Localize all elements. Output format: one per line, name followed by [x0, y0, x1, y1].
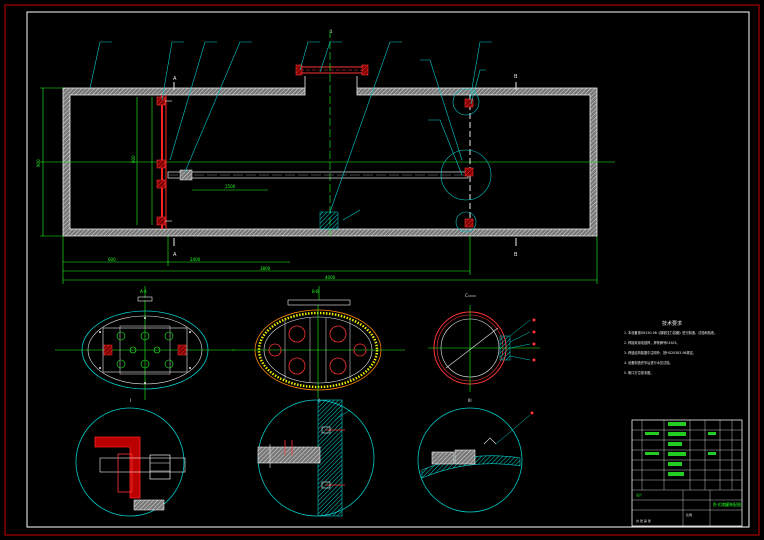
vessel-elevation: A A B B 1 [36, 29, 615, 284]
dim-pipe-length: 1500 [225, 184, 236, 189]
title-block-drawing-title: 卧式储罐装配图 [713, 501, 741, 507]
detail-3-label: III [468, 398, 472, 403]
notes-line-2: 2. 焊接采用电弧焊，焊条牌号E4303。 [624, 340, 680, 345]
dim-to-manhole: 2400 [190, 257, 201, 262]
section-mark-a-top: A [173, 76, 177, 82]
title-block-scale: 比例 [686, 512, 692, 517]
dim-inner-length: 3800 [260, 266, 271, 271]
dim-to-support: 600 [108, 257, 116, 262]
notes-title: 技术要求 [662, 320, 682, 327]
bottom-block [319, 211, 339, 230]
title-block-subtitle: 设计 [636, 492, 642, 497]
top-index-mark: 1 [330, 29, 333, 34]
sheet-border-inner [26, 11, 750, 528]
dim-overall-length: 4000 [325, 275, 336, 280]
sheet-border-outer [4, 4, 760, 536]
section-b-view: B-B [232, 286, 405, 398]
flange-view: C [428, 293, 540, 392]
left-support [156, 95, 172, 229]
detail-1: I [75, 398, 186, 517]
dim-height: 900 [36, 159, 41, 167]
right-support [440, 88, 492, 233]
section-mark-b-bottom: B [514, 252, 518, 258]
section-mark-a-bottom: A [173, 252, 177, 258]
technical-notes: 技术要求 1. 本设备按GB150-98《钢制压力容器》进行制造、试验和验收。 … [624, 320, 717, 375]
flange-view-label: C [465, 293, 468, 298]
dimension-lines [40, 87, 598, 284]
detail-circle-middle [440, 149, 492, 201]
section-a-view: A-A [55, 286, 235, 400]
leader-lines [89, 41, 492, 221]
detail-circle-upper [452, 88, 480, 116]
manhole-neck [304, 76, 358, 88]
dim-inner-height: 600 [131, 155, 136, 163]
title-block: 卧式储罐装配图 设计 比例 共 张 第 张 [631, 419, 743, 527]
detail-1-label: I [130, 398, 131, 403]
detail-3: III [417, 398, 534, 513]
notes-line-5: 5. 管口方位按本图。 [624, 370, 654, 375]
detail-2: II [257, 398, 375, 517]
notes-line-4: 4. 设备制造完毕后进行水压试验。 [624, 360, 673, 365]
notes-line-1: 1. 本设备按GB150-98《钢制压力容器》进行制造、试验和验收。 [624, 330, 717, 335]
section-b-label: B-B [312, 289, 319, 294]
section-mark-b-top: B [514, 74, 518, 80]
notes-line-3: 3. 焊缝结构除图中注明外，按HG20583-98规定。 [624, 350, 696, 355]
title-block-sheet: 共 张 第 张 [636, 518, 651, 523]
detail-circle-lower [455, 211, 477, 233]
section-a-label: A-A [140, 289, 147, 294]
